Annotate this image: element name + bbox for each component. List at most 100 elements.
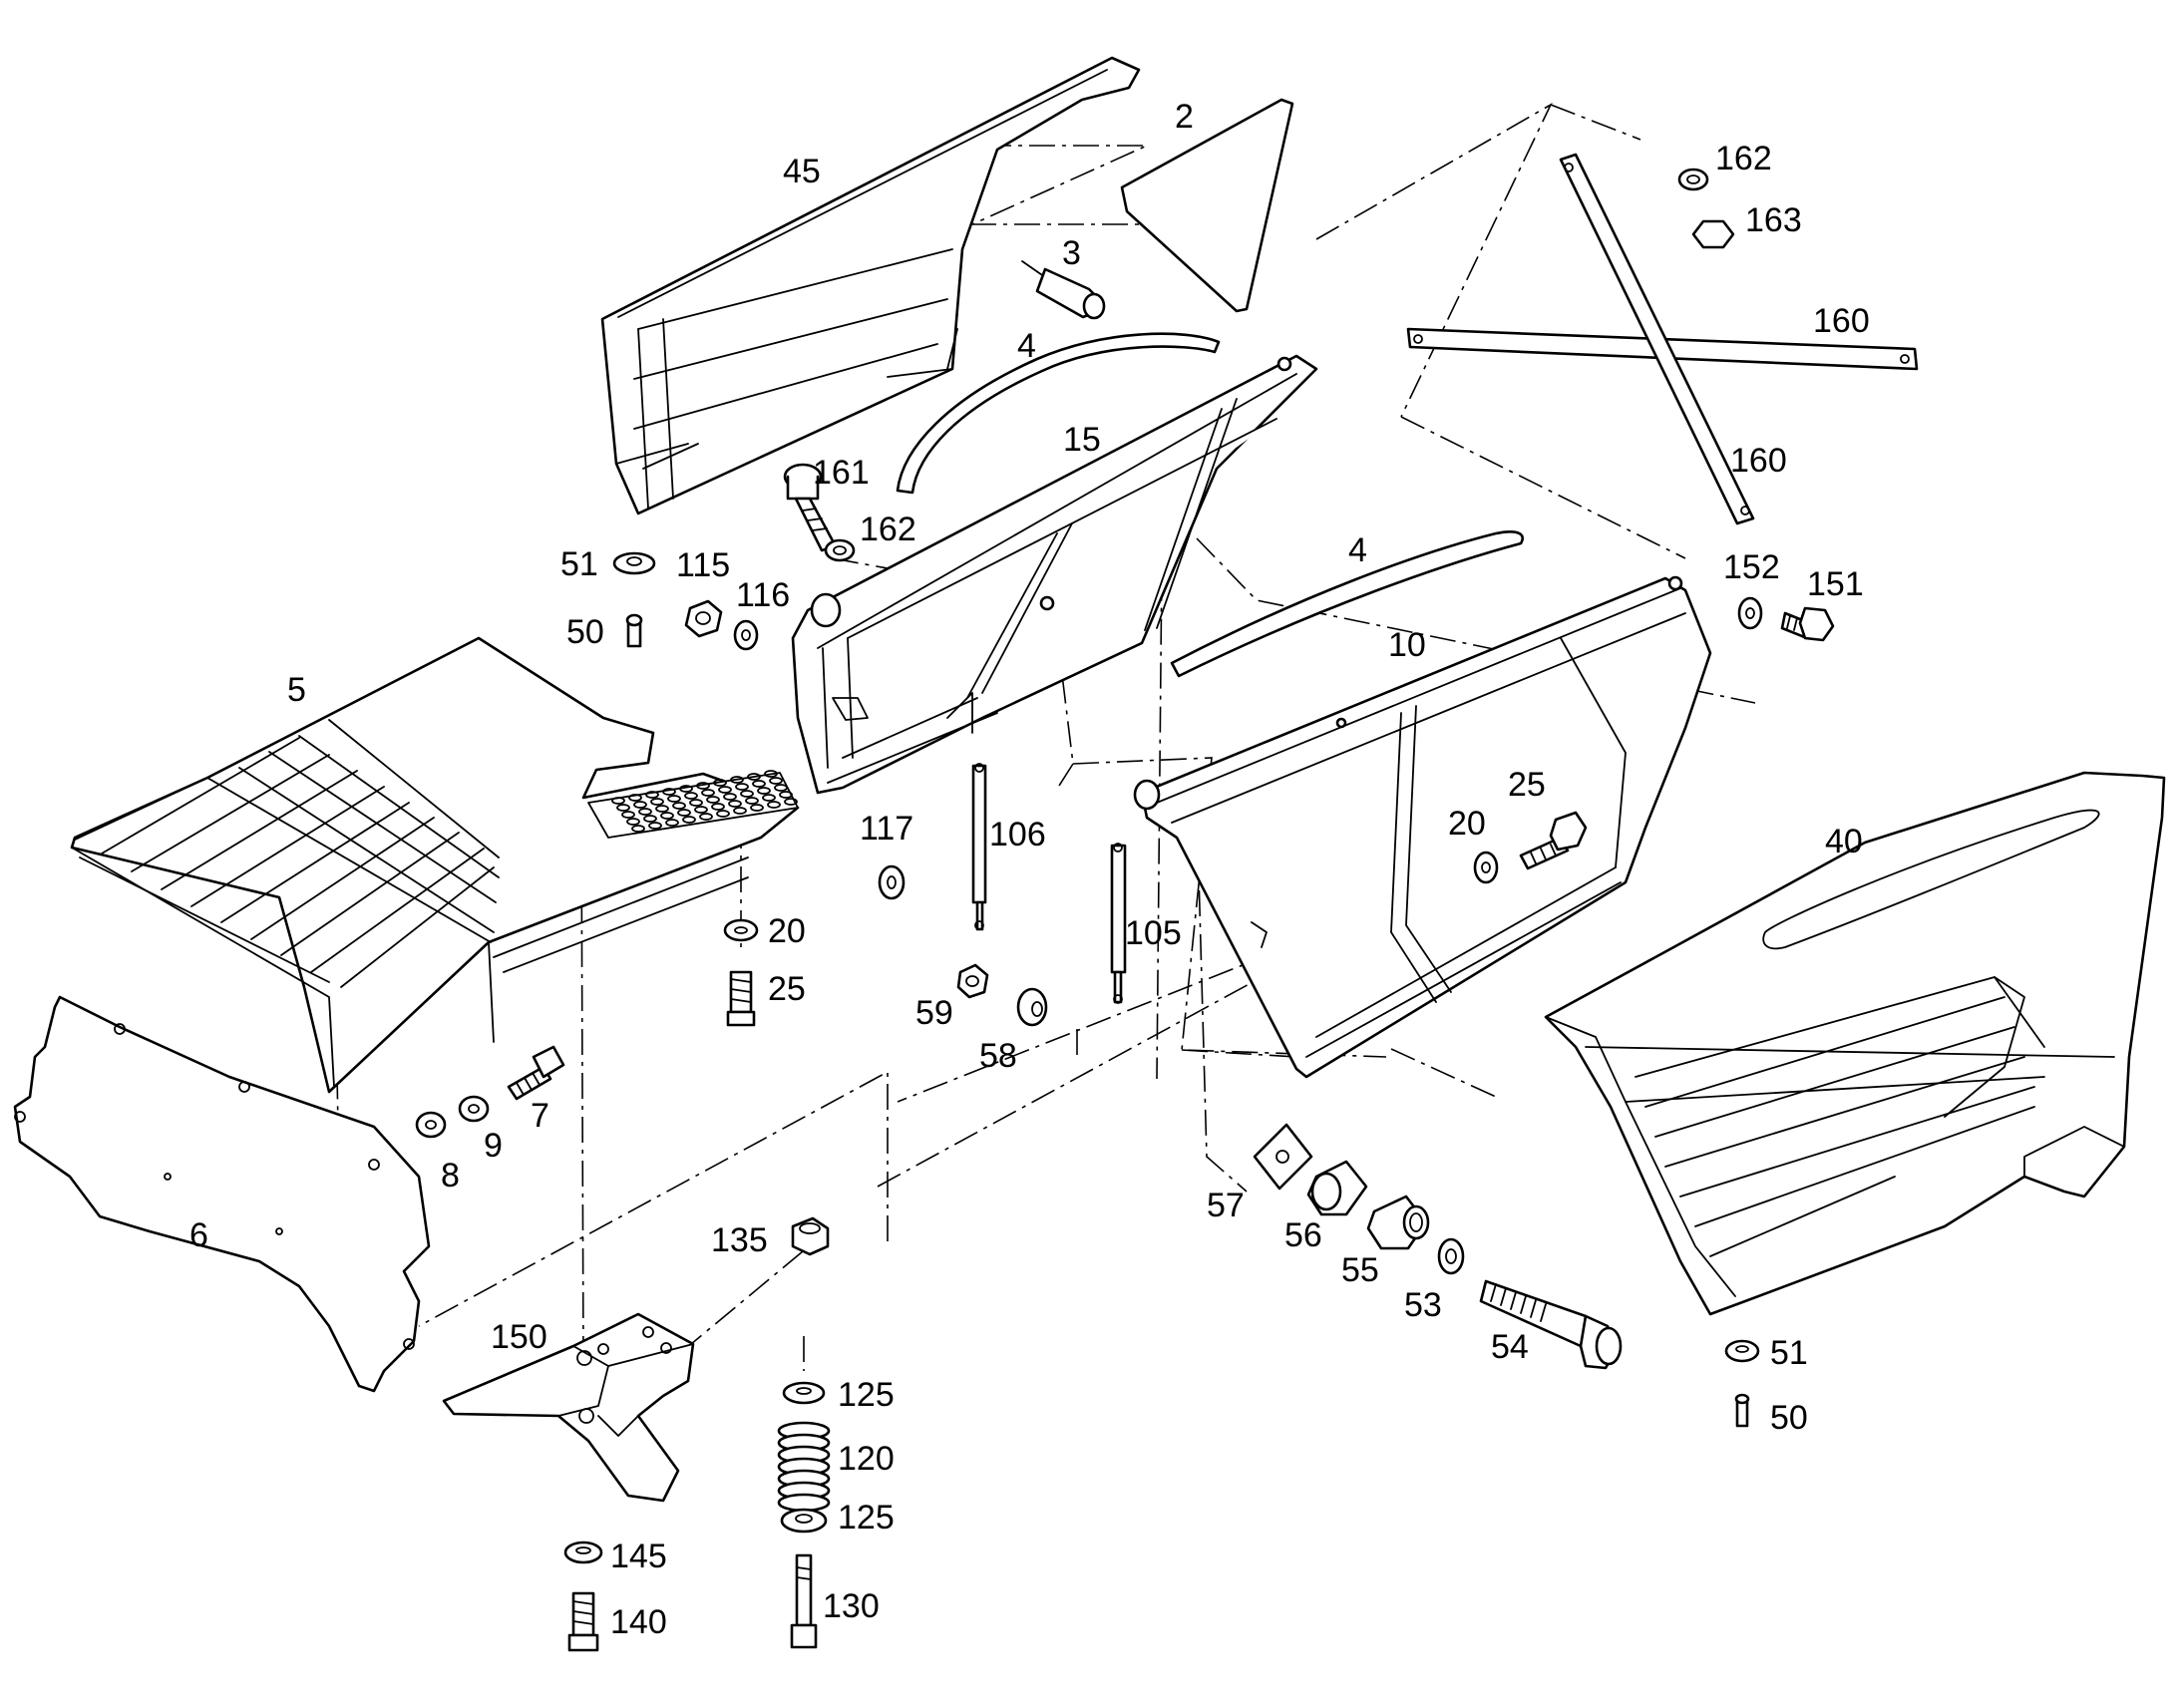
- part-2-triangular-plate: [1120, 98, 1294, 313]
- perforation-hole: [740, 790, 754, 798]
- part-54-bolt: [1479, 1279, 1623, 1370]
- part-160-cross-braces: [1406, 153, 1919, 525]
- label-53: 53: [1404, 1286, 1442, 1324]
- perforation-hole: [645, 791, 659, 799]
- part-45-left-side-panel: [600, 56, 1141, 515]
- part-150-bracket: [442, 1312, 695, 1503]
- perforation-hole: [728, 800, 742, 808]
- label-151: 151: [1807, 565, 1864, 603]
- label-145: 145: [610, 1537, 667, 1575]
- part-152-washer: [1737, 596, 1763, 630]
- perforation-hole: [723, 793, 737, 801]
- perforation-hole: [679, 785, 693, 793]
- label-59: 59: [915, 994, 953, 1032]
- perforation-hole: [650, 798, 664, 806]
- part-117-washer: [878, 864, 906, 900]
- perforation-hole: [631, 825, 645, 833]
- perforation-hole: [716, 810, 730, 818]
- perforation-hole: [699, 813, 713, 821]
- perforation-hole: [706, 796, 720, 804]
- perforation-hole: [633, 801, 647, 809]
- part-51-washer-upper: [612, 551, 656, 575]
- part-145-washer: [563, 1540, 603, 1564]
- label-51-upper: 51: [560, 545, 598, 583]
- part-116-washer: [733, 619, 759, 651]
- perforation-hole: [696, 782, 710, 790]
- part-4-lower-hose: [1170, 530, 1525, 678]
- label-4-upper: 4: [1017, 327, 1036, 365]
- perforation-hole: [784, 798, 798, 806]
- label-4-lower: 4: [1348, 531, 1367, 569]
- label-57: 57: [1207, 1187, 1245, 1224]
- label-160-horizontal: 160: [1813, 302, 1870, 340]
- label-2: 2: [1175, 98, 1194, 136]
- label-106: 106: [989, 816, 1046, 854]
- perforation-holes: [611, 770, 798, 833]
- label-5: 5: [287, 671, 306, 709]
- part-3-grease-cartridge: [1021, 260, 1106, 320]
- perforation-hole: [672, 802, 686, 810]
- perforation-hole: [643, 815, 657, 823]
- label-8: 8: [441, 1157, 460, 1195]
- part-7-bolt: [507, 1045, 565, 1101]
- label-25-right: 25: [1508, 766, 1546, 804]
- label-140: 140: [610, 1603, 667, 1641]
- perforation-hole: [684, 792, 698, 800]
- perforation-hole: [655, 805, 669, 813]
- label-152: 152: [1723, 548, 1780, 586]
- perforation-hole: [779, 791, 793, 799]
- part-15-left-frame: [791, 354, 1318, 795]
- part-59-nut: [956, 963, 989, 999]
- perforation-hole: [660, 812, 674, 820]
- label-50-upper: 50: [566, 613, 604, 651]
- part-50-screw-lower: [1734, 1393, 1750, 1428]
- label-160-diagonal: 160: [1730, 442, 1787, 480]
- label-163: 163: [1745, 201, 1802, 239]
- perforation-hole: [718, 786, 732, 794]
- perforation-hole: [628, 794, 642, 802]
- label-58: 58: [979, 1037, 1017, 1075]
- label-45: 45: [783, 153, 821, 190]
- perforation-hole: [767, 801, 781, 809]
- perforation-hole: [747, 773, 761, 781]
- part-151-bolt: [1780, 606, 1835, 642]
- perforation-hole: [689, 799, 703, 807]
- part-5-grille-cover: [70, 636, 800, 1094]
- label-130: 130: [823, 1587, 880, 1625]
- label-162-lower: 162: [860, 511, 916, 548]
- part-106-gas-strut: [971, 763, 987, 931]
- part-50-screw-upper: [625, 613, 643, 648]
- label-117: 117: [860, 810, 913, 848]
- perforation-hole: [621, 811, 635, 819]
- perforation-hole: [764, 770, 778, 778]
- label-7: 7: [531, 1097, 549, 1135]
- part-25-bolt-left: [726, 970, 756, 1027]
- part-130-bolt: [790, 1553, 818, 1649]
- part-51-washer-lower: [1724, 1339, 1760, 1363]
- label-150: 150: [491, 1318, 547, 1356]
- part-8-washer: [415, 1111, 447, 1139]
- part-115-nut: [684, 599, 723, 638]
- perforation-hole: [774, 784, 788, 792]
- perforation-hole: [665, 819, 679, 827]
- perforation-hole: [752, 780, 766, 788]
- label-6: 6: [189, 1216, 208, 1254]
- part-55-sleeve: [1366, 1195, 1430, 1250]
- label-40: 40: [1825, 823, 1863, 860]
- part-162-washer: [824, 538, 856, 562]
- part-162-washer-top-right: [1677, 168, 1709, 191]
- label-135: 135: [711, 1221, 768, 1259]
- perforation-hole: [735, 783, 749, 791]
- perforation-hole: [762, 794, 776, 802]
- label-20-right: 20: [1448, 805, 1486, 843]
- part-25-bolt-right: [1519, 811, 1588, 870]
- perforation-hole: [745, 797, 759, 805]
- part-125-washer-top: [782, 1381, 826, 1405]
- label-54: 54: [1491, 1328, 1529, 1366]
- part-57-square-plate: [1253, 1123, 1313, 1191]
- label-3: 3: [1062, 234, 1081, 272]
- perforation-hole: [638, 808, 652, 816]
- perforation-hole: [682, 816, 696, 824]
- label-50-lower: 50: [1770, 1399, 1808, 1437]
- perforation-hole: [711, 803, 725, 811]
